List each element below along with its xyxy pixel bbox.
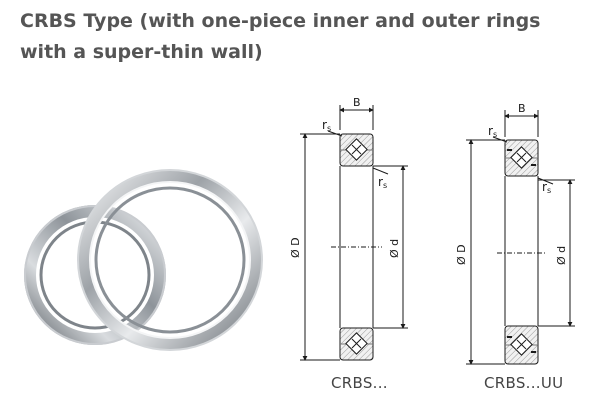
page-title: CRBS Type (with one-piece inner and oute… xyxy=(20,6,590,68)
crbs-chamfer-outer-label: rs xyxy=(322,118,331,133)
crbs-width-label: B xyxy=(353,96,361,109)
crbs-uu-chamfer-outer-label: rs xyxy=(488,124,497,139)
title-line-2: with a super-thin wall) xyxy=(20,41,263,63)
crbs-inner-diameter-label: Ø d xyxy=(388,239,401,258)
crbs-uu-chamfer-inner-label: rs xyxy=(542,180,551,195)
bearing-photo xyxy=(24,169,263,351)
drawing-crbs-uu xyxy=(466,110,575,365)
crbs-uu-outer-diameter-label: Ø D xyxy=(455,244,468,265)
crbs-uu-width-label: B xyxy=(518,102,526,115)
title-line-1: CRBS Type (with one-piece inner and oute… xyxy=(20,10,541,32)
drawing-crbs xyxy=(300,105,408,361)
large-ring-outer xyxy=(77,169,263,351)
crbs-uu-inner-diameter-label: Ø d xyxy=(555,246,568,265)
crbs-outer-diameter-label: Ø D xyxy=(289,237,302,258)
caption-crbs-uu: CRBS...UU xyxy=(484,374,564,392)
crbs-chamfer-inner-label: rs xyxy=(378,175,387,190)
large-ring-inner xyxy=(94,186,246,334)
caption-crbs: CRBS... xyxy=(331,374,388,392)
